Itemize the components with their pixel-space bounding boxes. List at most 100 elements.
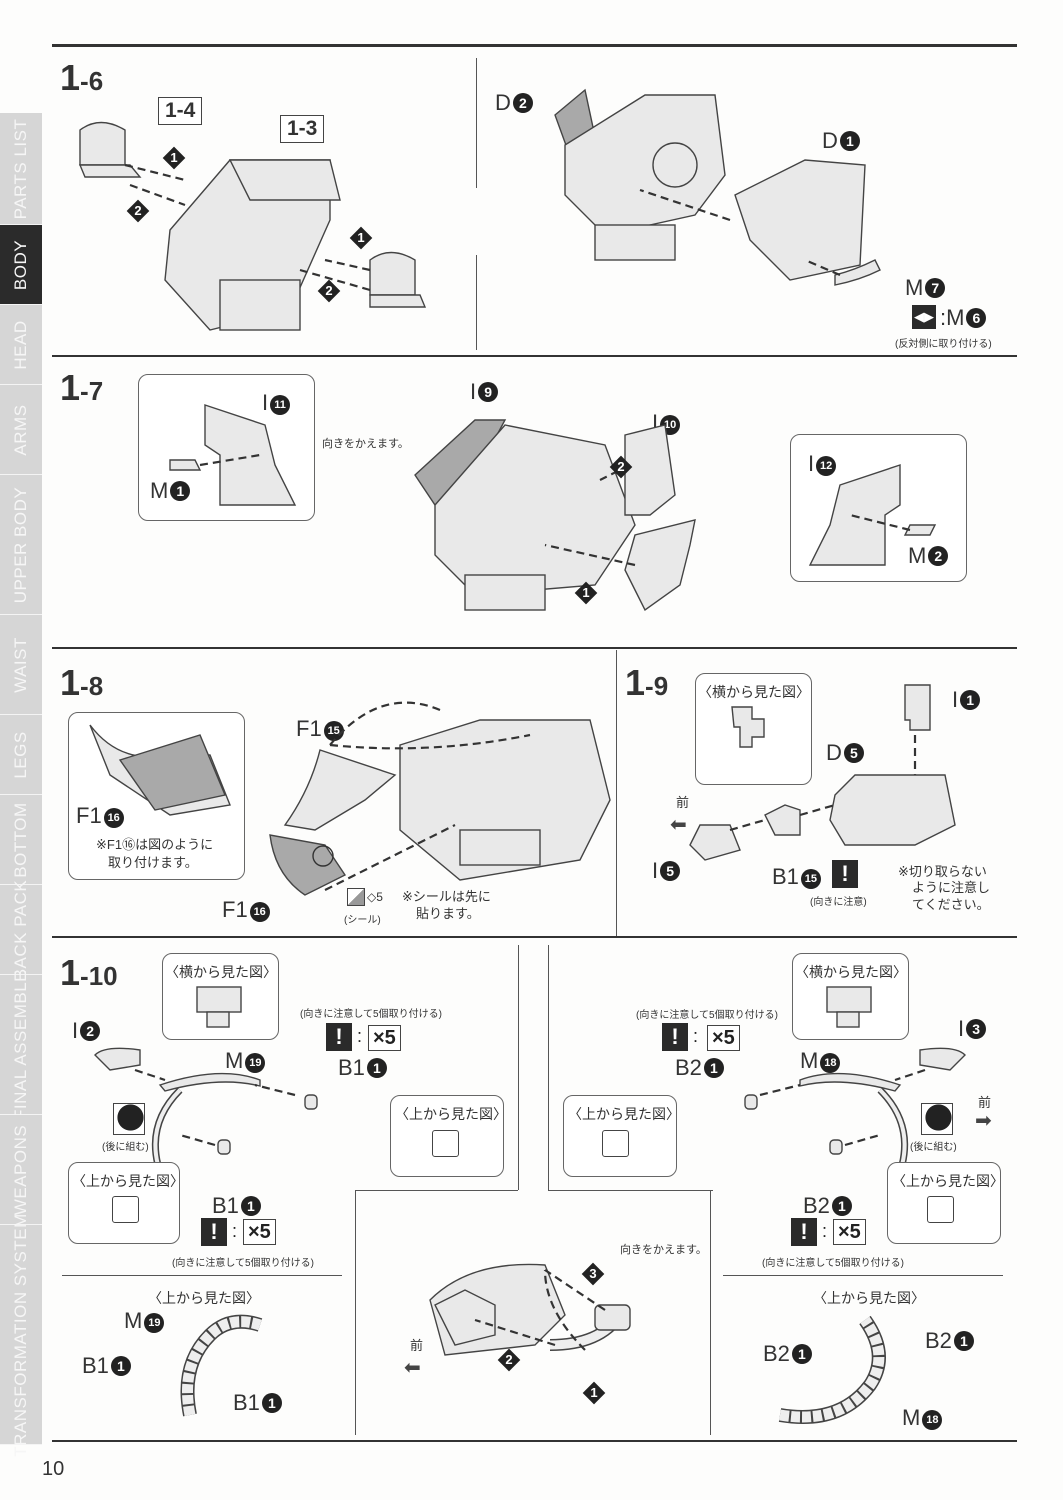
- body-d1-illustration: [554, 88, 881, 286]
- top-view-part: [112, 1196, 139, 1223]
- colon: :: [693, 1026, 699, 1046]
- f1-16-detail-illustration: [89, 724, 231, 816]
- side-tab-weapons[interactable]: WEAPONS: [0, 1115, 42, 1225]
- side-tab-label: WEAPONS: [11, 1124, 30, 1215]
- cut-note-1: ※切り取らない: [898, 864, 987, 879]
- side-view-part-left: [196, 986, 242, 1028]
- times-5-left-bottom: ×5: [243, 1219, 276, 1245]
- right-chain-illustration: [778, 1315, 886, 1424]
- top-view-part: [927, 1196, 954, 1223]
- side-tab-arms[interactable]: ARMS: [0, 385, 42, 475]
- side-tab-final-assemble[interactable]: FINAL ASSEMBLE: [0, 970, 42, 1119]
- top-view-title-left-final: 〈上から見た図〉: [148, 1290, 260, 1306]
- side-tab-parts-list[interactable]: PARTS LIST: [0, 113, 42, 225]
- top-view-bubble-left-bottom: [68, 1162, 180, 1244]
- side-tab-head[interactable]: HEAD: [0, 305, 42, 385]
- divider-h-110d: [548, 1190, 713, 1191]
- side-view-part-right: [826, 986, 872, 1028]
- mirror-note: (反対側に取り付ける): [895, 339, 992, 350]
- caution-icon-left-bottom: !: [201, 1218, 227, 1246]
- attach5-note-right-bottom: (向きに注意して5個取り付ける): [762, 1258, 904, 1269]
- attach5-note-right-top: (向きに注意して5個取り付ける): [636, 1010, 778, 1021]
- side-tab-label: WAIST: [11, 636, 30, 693]
- side-view-title-left: 〈横から見た図〉: [165, 964, 277, 980]
- divider-h-110g: [62, 1275, 342, 1276]
- divider-3: [52, 936, 1017, 938]
- divider-1: [52, 355, 1017, 357]
- waist-assembly-illustration: [429, 1263, 631, 1356]
- step-1-7-title: 1-7: [60, 367, 104, 408]
- order-mark-2: 2: [609, 455, 633, 479]
- divider-v-110e: [355, 1190, 356, 1435]
- i12-part-illustration: [808, 464, 937, 566]
- step-number: 1: [60, 57, 81, 98]
- side-tab-legs[interactable]: LEGS: [0, 715, 42, 795]
- step-1-9-title: 1-9: [625, 662, 669, 703]
- top-view-title-left-top: 〈上から見た図〉: [395, 1106, 507, 1122]
- colon: :: [822, 1221, 828, 1241]
- sticker-note-1: ※シールは先に: [402, 889, 491, 904]
- order-mark-2: 2: [317, 279, 341, 303]
- caution-icon: !: [832, 860, 858, 888]
- divider-h-110c: [355, 1190, 518, 1191]
- divider-v-16b: [476, 255, 477, 350]
- side-tab-body[interactable]: BODY: [0, 225, 42, 305]
- inset-note-2: 取り付けます。: [108, 855, 198, 870]
- top-view-part: [432, 1130, 459, 1157]
- attach5-note-left-bottom: (向きに注意して5個取り付ける): [172, 1258, 314, 1269]
- side-view-title: 〈横から見た図〉: [698, 684, 810, 700]
- body-frame-illustration: [78, 121, 427, 331]
- front-label: 前: [676, 795, 690, 810]
- side-tab-transformation-system[interactable]: TRANSFORMATION SYSTEM: [0, 1213, 42, 1456]
- step-1-8-title: 1-8: [60, 662, 104, 703]
- divider-v-19: [616, 650, 617, 936]
- times-5-right-top: ×5: [707, 1025, 740, 1051]
- side-tab-label: FINAL ASSEMBLE: [11, 969, 30, 1120]
- side-tab-label: LEGS: [11, 730, 30, 779]
- side-tab-label: PARTS LIST: [11, 118, 30, 219]
- turn-note: 向きをかえます。: [322, 438, 409, 450]
- ref-box-1-3: 1-3: [280, 115, 325, 143]
- side-tab-bottom[interactable]: BOTTOM: [0, 795, 42, 885]
- order-mark-2: 2: [497, 1348, 521, 1372]
- later-note-left: (後に組む): [102, 1142, 149, 1153]
- step-sub: -6: [80, 66, 104, 96]
- left-chain-illustration: [180, 1314, 263, 1417]
- bottom-rule: [52, 1440, 1017, 1442]
- order-mark-1: 1: [162, 146, 186, 170]
- top-view-title-left-bottom: 〈上から見た図〉: [72, 1173, 184, 1189]
- order-mark-3: 3: [581, 1262, 605, 1286]
- side-tab-label: BACK PACK: [11, 879, 30, 980]
- sticker-icon: [347, 888, 365, 906]
- body-i9-illustration: [414, 419, 696, 612]
- caution-icon-left-top: !: [326, 1023, 352, 1051]
- times-5-left-top: ×5: [368, 1025, 401, 1051]
- side-tab-back-pack[interactable]: BACK PACK: [0, 879, 42, 980]
- front-arrow-icon: ⬅: [404, 1357, 421, 1379]
- side-tab-label: UPPER BODY: [11, 486, 30, 603]
- orientation-note: (向きに注意): [810, 897, 867, 908]
- side-tab-waist[interactable]: WAIST: [0, 615, 42, 715]
- turn-note-center: 向きをかえます。: [620, 1244, 707, 1256]
- side-tab-upper-body[interactable]: UPPER BODY: [0, 475, 42, 615]
- attach5-note-left-top: (向きに注意して5個取り付ける): [300, 1009, 442, 1020]
- side-tab-label: TRANSFORMATION SYSTEM: [11, 1212, 30, 1457]
- top-view-title-right-top: 〈上から見た図〉: [568, 1106, 680, 1122]
